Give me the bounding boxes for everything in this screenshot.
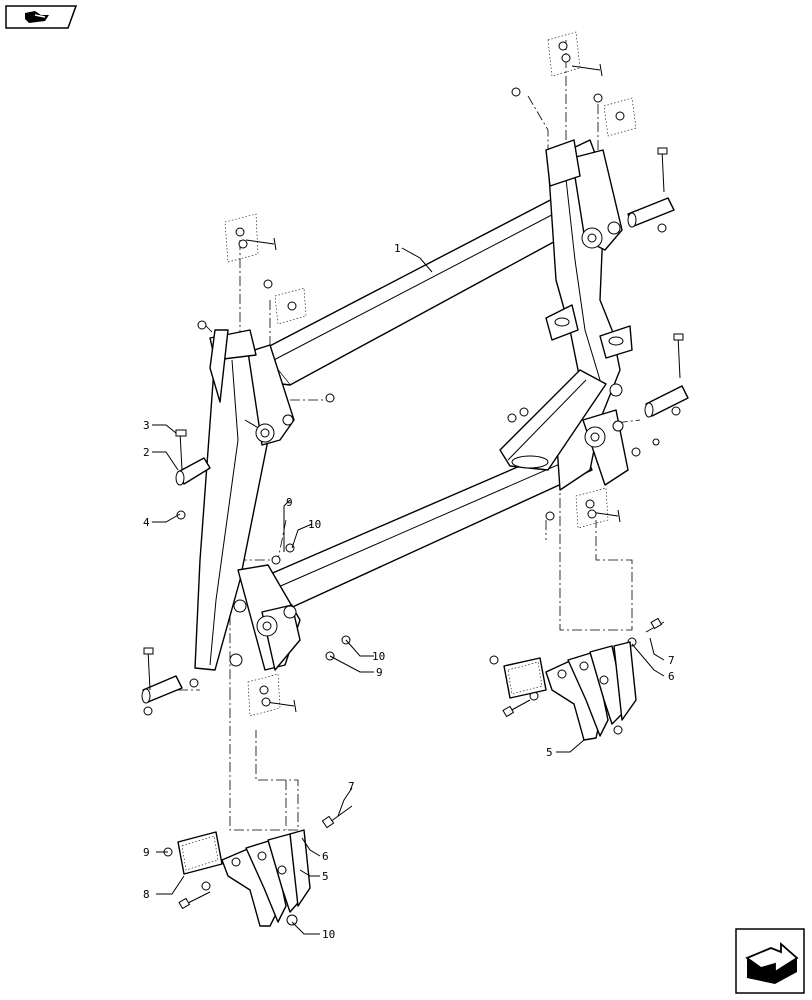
lower-brackets [221,641,637,927]
loader-frame [194,139,633,671]
callout-6-left: 6 [322,850,329,863]
wear-pads [177,31,637,875]
callout-10-middle: 10 [372,650,385,663]
callout-10-lower: 10 [322,928,335,941]
callout-7-left: 7 [348,780,355,793]
callout-9-middle: 9 [376,666,383,679]
callout-6-right: 6 [668,670,675,683]
callout-7-right: 7 [668,654,675,667]
callout-labels: 1 2 3 4 5 5 6 6 7 7 8 9 9 9 10 10 10 [143,242,675,941]
callout-2: 2 [143,446,150,459]
callout-9-lower: 9 [143,846,150,859]
callout-8: 8 [143,888,150,901]
callout-3: 3 [143,419,150,432]
callout-5-right: 5 [546,746,553,759]
callout-9-upper: 9 [286,496,293,509]
leader-lines [152,247,665,935]
callout-5-left: 5 [322,870,329,883]
callout-10-upper: 10 [308,518,321,531]
callout-4: 4 [143,516,150,529]
callout-1: 1 [394,242,401,255]
next-page-arrow-icon[interactable] [735,928,805,994]
book-return-icon[interactable] [5,5,78,29]
